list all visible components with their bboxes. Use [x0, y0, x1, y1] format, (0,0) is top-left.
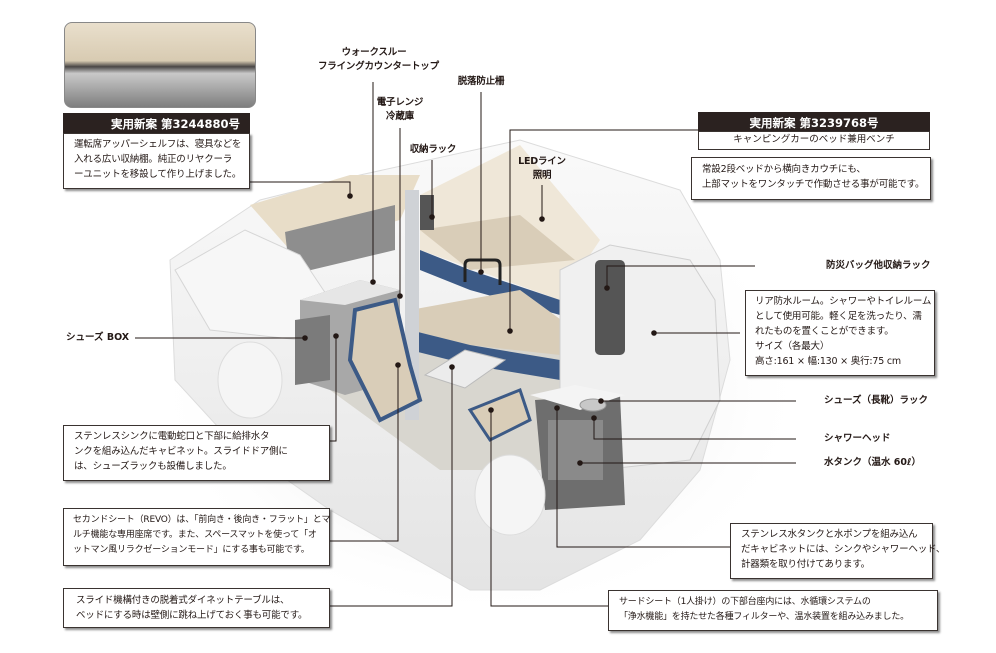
text-line: サードシート（1人掛け）の下部台座内には、水循環システムの — [619, 597, 871, 607]
text-line: ンクを組み込んだキャビネット。スライドドア側に — [74, 446, 288, 457]
text-line: 運転席アッパーシェルフは、寝具などを — [74, 139, 242, 150]
upper-shelf-photo — [64, 22, 256, 108]
water-tank-shape — [548, 420, 603, 480]
leader-disaster-rack — [606, 265, 755, 288]
callout-water-cabinet: ステンレス水タンクと水ポンプを組み込ん だキャビネットには、シンクやシャワーヘッ… — [730, 523, 946, 579]
callout-sink: ステンレスシンクに電動蛇口と下部に給排水タ ンクを組み込んだキャビネット。スライ… — [63, 425, 330, 481]
label-shower-head: シャワーヘッド — [824, 433, 891, 444]
leader-table — [330, 367, 453, 607]
text-line: 照明 — [532, 170, 552, 181]
text-line: として使用可能。軽く足を洗ったり、濡 — [755, 311, 922, 322]
text-line: は、シューズラックも設備しました。 — [74, 461, 232, 472]
fall-guard-bar — [463, 258, 502, 285]
leader-dots — [302, 193, 657, 466]
counter-top — [300, 280, 400, 305]
leader-lines — [135, 82, 796, 607]
text-line: ウォークスルー — [341, 47, 407, 58]
leader-cabinet — [556, 408, 742, 548]
callout-second-seat: セカンドシート（REVO）は、「前向き・後向き・フラット」とマ ルチ機能な専用座… — [63, 508, 331, 566]
text-line: ルチ機能な専用座席です。また、スペースマットを使って「オ — [73, 530, 317, 540]
patent-right-heading: 実用新案 第3239768号 — [698, 112, 930, 134]
text-line: ステンレス水タンクと水ポンプを組み込ん — [741, 529, 918, 540]
text-line: 「浄水機能」を持たせた各種フィルターや、温水装置を組み込みました。 — [619, 612, 909, 622]
shelf-front — [285, 205, 395, 275]
text-line: LEDライン — [518, 156, 566, 167]
leader-shower-head — [593, 418, 796, 440]
text-line: ーユニットを移設して作り上げました。 — [74, 169, 242, 180]
third-seat — [467, 388, 532, 442]
text-line: セカンドシート（REVO）は、「前向き・後向き・フラット」とマ — [73, 515, 331, 525]
text-line: 高さ:161 × 幅:130 × 奥行:75 cm — [755, 356, 901, 367]
label-boots-rack: シューズ（長靴）ラック — [824, 395, 929, 406]
label-shoes-box: シューズ BOX — [66, 332, 130, 343]
callout-third-seat: サードシート（1人掛け）の下部台座内には、水循環システムの 「浄水機能」を持たせ… — [608, 590, 938, 631]
text-line: 上部マットをワンタッチで作動させる事が可能です。 — [702, 179, 925, 190]
leader-sink — [330, 336, 337, 442]
callout-dinette-table: スライド機構付きの脱着式ダイネットテーブルは、 ベッドにする時は壁側に跳ね上げて… — [63, 588, 330, 628]
label-disaster-bag-rack: 防災バッグ他収納ラック — [826, 260, 931, 271]
text-line: サイズ（各最大） — [755, 341, 830, 352]
text-line: ステンレスシンクに電動蛇口と下部に給排水タ — [74, 431, 270, 442]
leader-patent-right — [509, 129, 698, 331]
text-line: れたものを置くことができます。 — [755, 326, 894, 337]
label-walkthrough-counter: ウォークスルー フライングカウンタートップ — [318, 46, 439, 74]
patent-left-heading: 実用新案 第3244880号 — [63, 113, 250, 135]
rear-wheel — [474, 454, 546, 536]
text-line: ットマン風リラクゼーションモード」にする事も可能です。 — [73, 545, 310, 555]
second-seat — [347, 297, 423, 423]
label-fall-guard: 脱落防止柵 — [457, 76, 505, 87]
upper-bunk — [420, 215, 575, 270]
text-line: リア防水ルーム。シャワーやトイレルーム — [755, 296, 932, 307]
lower-bunk — [410, 290, 575, 355]
text-line: 常設2段ベッドから横向きカウチにも、 — [702, 164, 866, 175]
label-water-tank: 水タンク（温水 60ℓ） — [824, 457, 922, 468]
text-line: スライド機構付きの脱着式ダイネットテーブルは、 — [76, 595, 290, 606]
text-line: ベッドにする時は壁側に跳ね上げておく事も可能です。 — [76, 610, 308, 621]
shoes-box-shape — [295, 315, 330, 385]
text-line: 冷蔵庫 — [386, 111, 414, 122]
label-led-lighting: LEDライン 照明 — [513, 155, 571, 183]
disaster-bag-rack — [595, 260, 625, 355]
label-microwave-fridge: 電子レンジ 冷蔵庫 — [370, 96, 430, 124]
leader-second-seat — [330, 365, 399, 542]
callout-rear-room: リア防水ルーム。シャワーやトイレルーム として使用可能。軽く足を洗ったり、濡 れ… — [745, 290, 935, 376]
text-line: 計器類を取り付けてあります。 — [741, 559, 870, 570]
storage-rack — [420, 195, 434, 230]
cabinet-top — [530, 385, 625, 410]
label-storage-rack: 収納ラック — [409, 144, 457, 155]
leader-upper-shelf — [248, 181, 351, 196]
text-line: 電子レンジ — [376, 97, 424, 108]
patent-right-subtitle: キャンピングカーのベッド兼用ベンチ — [698, 131, 930, 150]
patent-right-description: 常設2段ベッドから横向きカウチにも、 上部マットをワンタッチで作動させる事が可能… — [691, 157, 931, 200]
text-line: 入れる広い収納棚。純正のリヤクーラ — [74, 154, 233, 165]
front-wheel — [217, 341, 283, 419]
patent-left-description: 運転席アッパーシェルフは、寝具などを 入れる広い収納棚。純正のリヤクーラ ーユニ… — [63, 133, 250, 189]
text-line: フライングカウンタートップ — [318, 61, 439, 72]
leader-third-seat — [490, 410, 608, 607]
text-line: だキャビネットには、シンクやシャワーヘッド、 — [741, 544, 946, 555]
